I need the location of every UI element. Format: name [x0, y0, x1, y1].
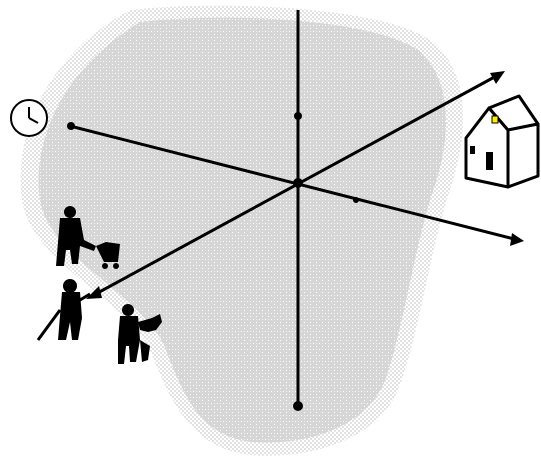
person-with-stick-icon — [38, 279, 90, 340]
time-axis-dot-left — [67, 122, 75, 130]
vertical-axis-dot-bottom — [293, 401, 303, 411]
center-node — [293, 178, 303, 188]
time-axis-dot-right — [353, 197, 359, 203]
time-axis-arrow-right — [510, 233, 524, 246]
vertical-axis-dot-top — [294, 112, 302, 120]
house-icon — [466, 96, 538, 187]
clock-icon — [11, 100, 47, 136]
halo — [39, 18, 446, 443]
